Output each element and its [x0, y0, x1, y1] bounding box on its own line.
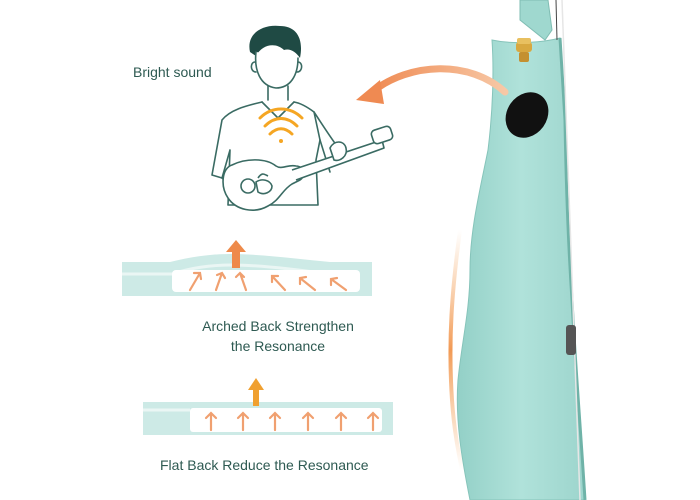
held-ukulele-icon — [222, 125, 394, 211]
resonance-glow — [448, 228, 464, 472]
fretting-hand — [329, 141, 348, 162]
up-arrow-icon — [248, 378, 264, 406]
ukulele-neck — [519, 0, 553, 41]
gold-tuner-peg — [516, 38, 532, 62]
arched-cavity — [172, 270, 360, 292]
diagonal-arrow-icon — [188, 271, 348, 292]
arched-caption-line2: the Resonance — [230, 338, 326, 354]
arched-back-diagram — [122, 240, 372, 296]
side-soundhole — [505, 92, 549, 138]
flat-back-caption: Flat Back Reduce the Resonance — [160, 457, 369, 473]
flat-back-diagram — [143, 378, 393, 435]
up-arrow-icon — [226, 240, 246, 268]
bridge-piece — [566, 325, 576, 355]
bright-sound-caption: Bright sound — [133, 64, 212, 80]
flat-cavity — [190, 408, 382, 432]
ukulele-side-view — [448, 0, 587, 500]
sound-wave-icon — [258, 107, 304, 143]
up-arrow-icon — [204, 411, 380, 432]
ukulele-rim — [558, 37, 587, 500]
person-hair — [249, 25, 302, 58]
curved-arrow-icon — [356, 65, 509, 104]
arched-back-caption: Arched Back Strengthen the Resonance — [178, 316, 378, 356]
arched-caption-line1: Arched Back Strengthen — [202, 318, 354, 334]
ukulele-string — [561, 0, 581, 500]
strumming-hand — [255, 179, 273, 195]
